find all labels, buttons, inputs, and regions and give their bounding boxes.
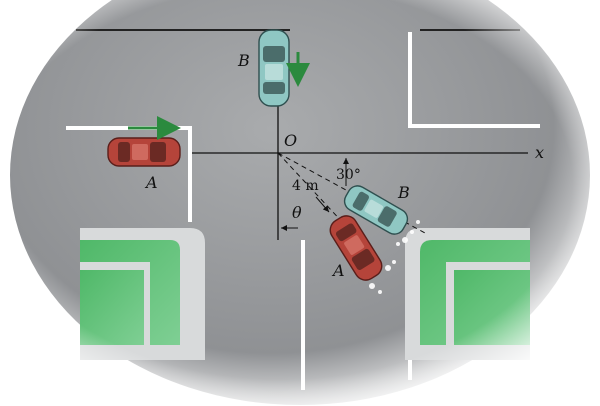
label-car-a-left: A (144, 173, 158, 192)
label-theta: θ (292, 203, 302, 222)
car-topview-icon (258, 29, 290, 107)
label-car-b-collision: B (397, 183, 410, 202)
car-a-left (107, 137, 181, 167)
car-topview-icon (107, 137, 181, 167)
label-origin: O (284, 131, 297, 150)
label-distance: 4 m (292, 178, 319, 194)
car-b-collision (343, 185, 409, 235)
car-topview-icon (343, 185, 409, 235)
impact-splash (369, 220, 420, 294)
car-b-top (258, 29, 290, 107)
label-car-a-collision: A (331, 261, 345, 280)
dashed-line-to-a (277, 152, 346, 226)
label-angle-30: 30° (336, 167, 361, 183)
car-topview-icon (329, 215, 383, 281)
distance-arrow (315, 196, 330, 213)
label-car-b-top: B (237, 51, 250, 70)
car-a-collision (329, 215, 383, 281)
label-x-axis: x (535, 143, 544, 162)
